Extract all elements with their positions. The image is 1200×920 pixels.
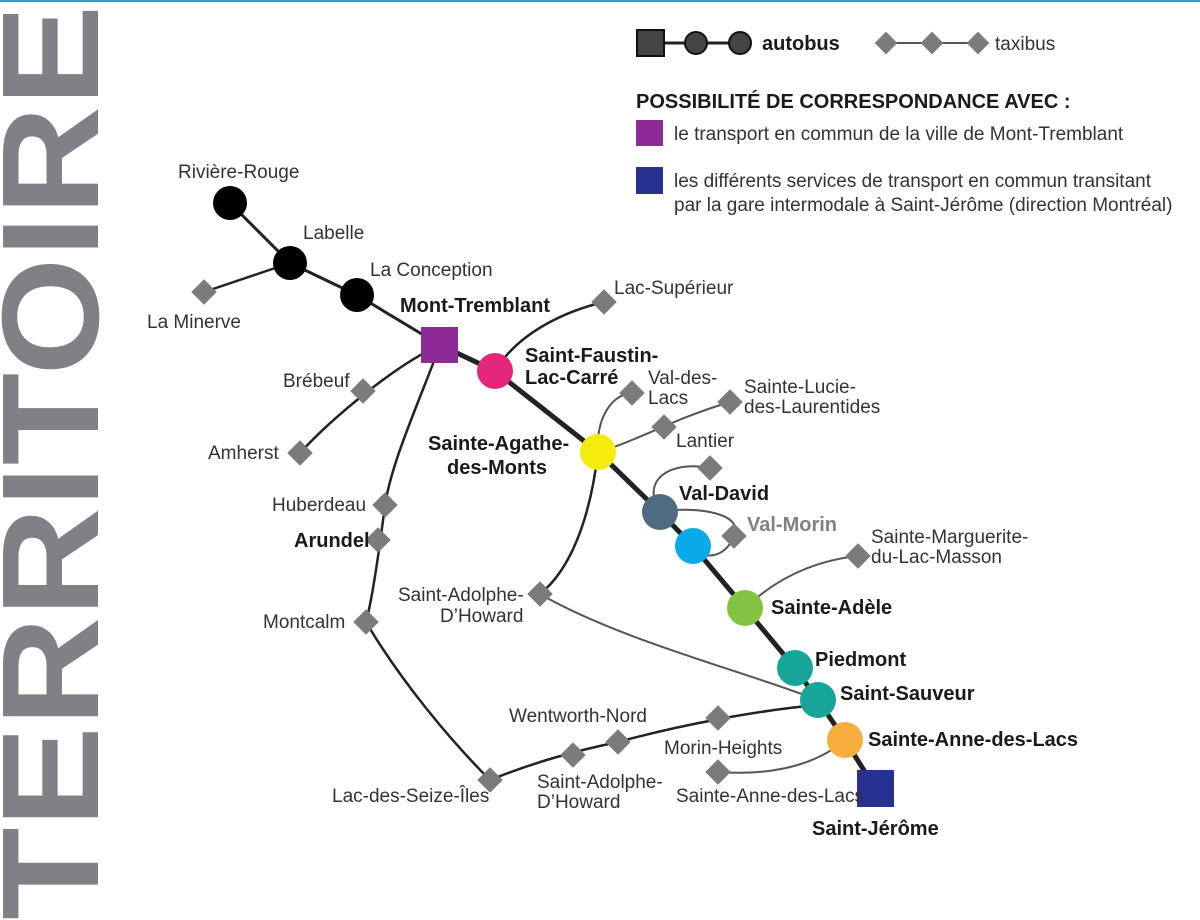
saint-adolphe-label-line1: Saint-Adolphe- — [398, 585, 524, 606]
sainte-lucie-mid-stop-icon[interactable] — [651, 414, 677, 440]
la-conception-station-icon[interactable] — [340, 278, 374, 312]
sainte-lucie-stop-icon[interactable] — [717, 389, 743, 415]
piedmont-label: Piedmont — [815, 649, 906, 671]
huberdeau-stop-icon[interactable] — [372, 492, 398, 518]
legend-diamond-icon — [966, 31, 990, 55]
saint-adolphe-south-label-line2: D’Howard — [537, 792, 620, 813]
north-bus-line — [228, 201, 442, 347]
saint-adolphe-bus-line — [538, 450, 600, 596]
la-minerve-stop-icon[interactable] — [191, 279, 217, 305]
brebeuf-label: Brébeuf — [283, 371, 350, 392]
legend-diamond-icon — [874, 31, 898, 55]
wentworth-nord-label: Wentworth-Nord — [509, 706, 647, 727]
wentworth-mid-stop-icon[interactable] — [605, 729, 631, 755]
taxibus-legend-label: taxibus — [995, 34, 1055, 55]
page-title: TERRITOIRE — [0, 5, 110, 920]
lac-des-seize-iles-label: Lac-des-Seize-Îles — [332, 785, 489, 807]
legend: autobus taxibus POSSIBILITÉ DE CORRESPON… — [636, 29, 1172, 216]
taxibus-legend-symbol — [874, 31, 990, 55]
purple-legend-text: le transport en commun de la ville de Mo… — [674, 124, 1124, 145]
arundel-label: Arundel — [294, 530, 370, 552]
sainte-marguerite-label-line1: Sainte-Marguerite- — [871, 527, 1028, 548]
saint-jerome-label: Saint-Jérôme — [812, 818, 939, 840]
sainte-anne-taxi-label: Sainte-Anne-des-Lacs — [676, 786, 864, 807]
montcalm-stop-icon[interactable] — [353, 609, 379, 635]
saint-faustin-label-line2: Lac-Carré — [525, 367, 618, 389]
riviere-rouge-station-icon[interactable] — [213, 186, 247, 220]
sainte-anne-taxi-stop-icon[interactable] — [705, 759, 731, 785]
blue-legend-text-line2: par la gare intermodale à Saint-Jérôme (… — [674, 195, 1172, 216]
sainte-marguerite-label-line2: du-Lac-Masson — [871, 547, 1002, 568]
sainte-anne-bus-label: Sainte-Anne-des-Lacs — [868, 729, 1078, 751]
labelle-label: Labelle — [303, 223, 364, 244]
sainte-adele-station-icon[interactable] — [727, 590, 763, 626]
autobus-legend-label: autobus — [762, 33, 840, 55]
legend-circle-icon — [684, 31, 708, 55]
montcalm-label: Montcalm — [263, 612, 345, 633]
saint-faustin-station-icon[interactable] — [477, 353, 513, 389]
sainte-agathe-station-icon[interactable] — [580, 434, 616, 470]
saint-adolphe-south-stop-icon[interactable] — [560, 742, 586, 768]
val-des-lacs-stop-icon[interactable] — [619, 380, 645, 406]
legend-circle-icon — [728, 31, 752, 55]
amherst-label: Amherst — [208, 443, 279, 464]
saint-adolphe-label-line2: D’Howard — [440, 606, 523, 627]
brebeuf-stop-icon[interactable] — [350, 378, 376, 404]
arundel-stop-icon[interactable] — [365, 527, 391, 553]
blue-legend-text-line1: les différents services de transport en … — [674, 171, 1152, 192]
arundel-montcalm-line — [364, 343, 492, 782]
val-des-lacs-label-line1: Val-des- — [648, 368, 717, 389]
lantier-stop-icon[interactable] — [697, 455, 723, 481]
saint-adolphe-south-label-line1: Saint-Adolphe- — [537, 772, 663, 793]
lac-superieur-label: Lac-Supérieur — [614, 278, 734, 299]
sainte-lucie-label-line1: Sainte-Lucie- — [744, 377, 856, 398]
top-accent-rule — [0, 0, 1200, 2]
bus-stations — [213, 186, 894, 807]
sainte-anne-station-icon[interactable] — [827, 722, 863, 758]
sainte-marguerite-stop-icon[interactable] — [845, 543, 871, 569]
autobus-legend-symbol — [636, 29, 752, 57]
morin-heights-label: Morin-Heights — [664, 738, 782, 759]
lac-des-seize-iles-stop-icon[interactable] — [477, 767, 503, 793]
val-david-label: Val-David — [679, 483, 769, 505]
saint-sauveur-label: Saint-Sauveur — [840, 683, 975, 705]
sainte-adele-label: Sainte-Adèle — [771, 597, 892, 619]
legend-diamond-icon — [920, 31, 944, 55]
stop-labels: Rivière-Rouge Labelle La Minerve La Conc… — [147, 162, 1078, 840]
sainte-lucie-label-line2: des-Laurentides — [744, 397, 880, 418]
main-bus-line — [437, 342, 878, 791]
wentworth-nord-stop-icon[interactable] — [705, 705, 731, 731]
lantier-label: Lantier — [676, 431, 735, 452]
labelle-station-icon[interactable] — [273, 246, 307, 280]
val-des-lacs-label-line2: Lacs — [648, 388, 688, 409]
saint-adolphe-taxi-line — [539, 593, 819, 701]
huberdeau-label: Huberdeau — [272, 495, 366, 516]
val-david-station-icon[interactable] — [642, 494, 678, 530]
sainte-agathe-label-line2: des-Monts — [447, 457, 547, 479]
val-morin-label: Val-Morin — [747, 514, 837, 536]
riviere-rouge-label: Rivière-Rouge — [178, 162, 299, 183]
correspondance-title: POSSIBILITÉ DE CORRESPONDANCE AVEC : — [636, 90, 1071, 113]
amherst-stop-icon[interactable] — [287, 440, 313, 466]
taxibus-stops — [191, 279, 871, 793]
saint-jerome-station-icon[interactable] — [857, 770, 894, 807]
la-conception-label: La Conception — [370, 260, 493, 281]
val-morin-station-icon[interactable] — [675, 528, 711, 564]
blue-swatch-icon — [636, 167, 663, 194]
val-morin-taxi-stop-icon[interactable] — [721, 523, 747, 549]
piedmont-station-icon[interactable] — [777, 650, 813, 686]
lac-superieur-stop-icon[interactable] — [591, 289, 617, 315]
sainte-agathe-label-line1: Sainte-Agathe- — [428, 433, 569, 455]
saint-adolphe-stop-icon[interactable] — [527, 581, 553, 607]
mont-tremblant-label: Mont-Tremblant — [400, 295, 550, 317]
page-title-text: TERRITOIRE — [0, 5, 110, 920]
saint-faustin-label-line1: Saint-Faustin- — [525, 345, 658, 367]
purple-swatch-icon — [636, 120, 663, 146]
la-minerve-label: La Minerve — [147, 312, 241, 333]
mont-tremblant-station-icon[interactable] — [421, 327, 458, 363]
legend-square-icon — [636, 29, 665, 57]
saint-sauveur-station-icon[interactable] — [800, 682, 836, 718]
